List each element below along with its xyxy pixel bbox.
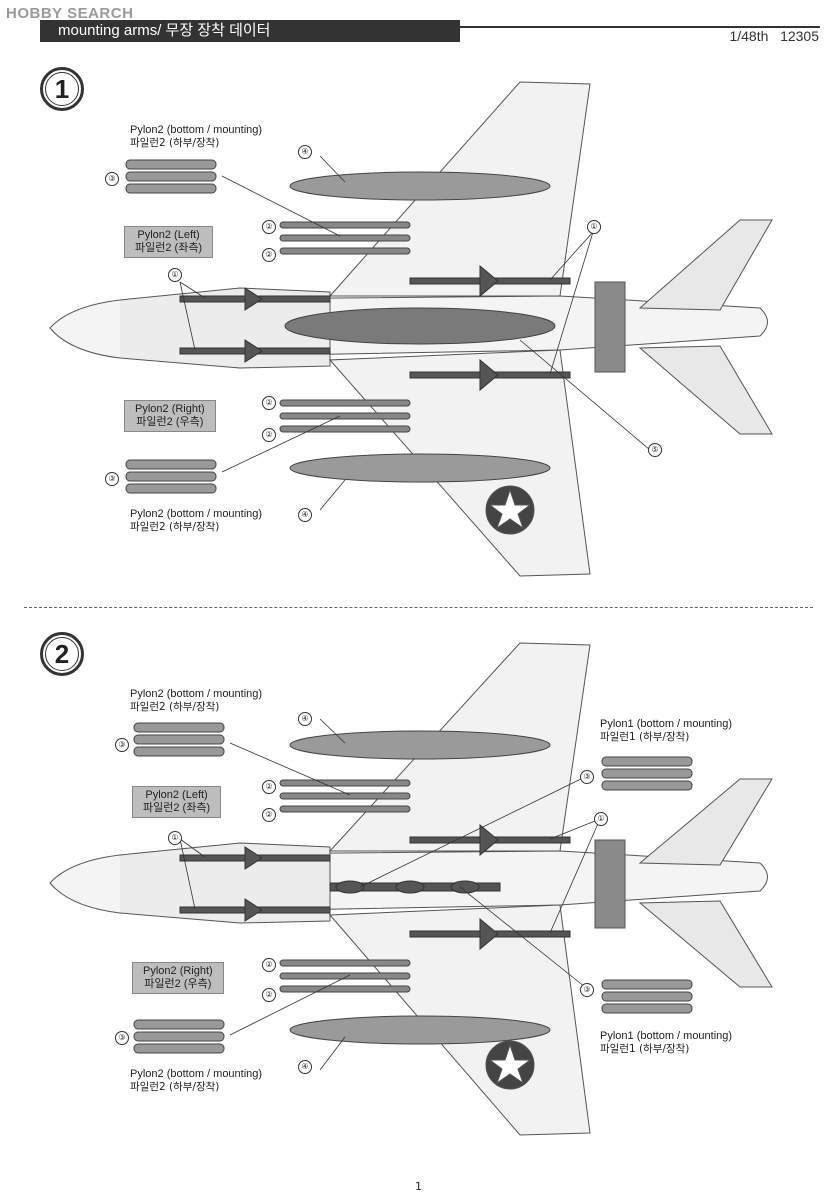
page-title: mounting arms/ 무장 장착 데이터 xyxy=(58,22,271,39)
scale-label: 1/48th xyxy=(729,28,769,44)
label-en: Pylon2 (bottom / mounting) xyxy=(130,1068,263,1080)
callout-4: ④ xyxy=(298,145,312,159)
section-divider xyxy=(24,607,813,608)
step-2-left-pylon-box: Pylon2 (Left) 파일런2 (좌측) xyxy=(132,786,222,818)
label-en: Pylon2 (Right) xyxy=(143,965,213,977)
callout-3: ③ xyxy=(115,1031,129,1045)
callout-2: ② xyxy=(262,248,276,262)
label-en: Pylon1 (bottom / mounting) xyxy=(600,718,733,730)
label-ko: 파일런2 (하부/장착) xyxy=(130,521,220,533)
step-2-bottom-pylon-label: Pylon2 (bottom / mounting) 파일런2 (하부/장착) xyxy=(130,1068,262,1094)
step-1-top-pylon-label: Pylon2 (bottom / mounting) 파일런2 (하부/장착) xyxy=(130,124,262,150)
callout-2: ② xyxy=(262,780,276,794)
label-ko: 파일런2 (우측) xyxy=(136,416,204,428)
label-ko: 파일런1 (하부/장착) xyxy=(600,731,690,743)
callout-4: ④ xyxy=(298,1060,312,1074)
callout-1: ① xyxy=(594,812,608,826)
step-2-pylon1-top-label: Pylon1 (bottom / mounting) 파일런1 (하부/장착) xyxy=(600,718,732,744)
hobby-search-watermark: HOBBY SEARCH xyxy=(6,5,134,22)
callout-4: ④ xyxy=(298,712,312,726)
label-ko: 파일런2 (좌측) xyxy=(135,242,203,254)
label-en: Pylon2 (Left) xyxy=(145,789,208,801)
callout-2: ② xyxy=(262,220,276,234)
label-ko: 파일런2 (하부/장착) xyxy=(130,701,220,713)
label-en: Pylon2 (bottom / mounting) xyxy=(130,688,263,700)
callout-1: ① xyxy=(168,831,182,845)
label-ko: 파일런2 (하부/장착) xyxy=(130,1081,220,1093)
header-bar xyxy=(40,20,460,42)
label-ko: 파일런2 (우측) xyxy=(144,978,212,990)
step-2-top-pylon-label: Pylon2 (bottom / mounting) 파일런2 (하부/장착) xyxy=(130,688,262,714)
label-ko: 파일런2 (하부/장착) xyxy=(130,137,220,149)
callout-4: ④ xyxy=(298,508,312,522)
callout-2: ② xyxy=(262,428,276,442)
label-en: Pylon2 (Right) xyxy=(135,403,205,415)
callout-3: ③ xyxy=(105,172,119,186)
label-en: Pylon2 (bottom / mounting) xyxy=(130,508,263,520)
label-ko: 파일런1 (하부/장착) xyxy=(600,1043,690,1055)
callout-3: ③ xyxy=(580,770,594,784)
page-number: 1 xyxy=(415,1180,422,1193)
kit-code: 12305 xyxy=(780,28,819,44)
callout-2: ② xyxy=(262,396,276,410)
callout-2: ② xyxy=(262,988,276,1002)
step-badge-ring xyxy=(45,637,79,671)
callout-3: ③ xyxy=(105,472,119,486)
label-en: Pylon2 (bottom / mounting) xyxy=(130,124,263,136)
step-badge-ring xyxy=(45,72,79,106)
label-en: Pylon1 (bottom / mounting) xyxy=(600,1030,733,1042)
step-2-badge: 2 xyxy=(40,632,84,676)
scale-and-code: 1/48th 12305 xyxy=(729,28,819,44)
step-1-left-pylon-box: Pylon2 (Left) 파일런2 (좌측) xyxy=(124,226,214,258)
callout-2: ② xyxy=(262,808,276,822)
callout-5: ⑤ xyxy=(648,443,662,457)
step-1-aircraft-illustration xyxy=(49,81,773,577)
callout-1: ① xyxy=(168,268,182,282)
label-ko: 파일런2 (좌측) xyxy=(143,802,211,814)
step-2-pylon1-bottom-label: Pylon1 (bottom / mounting) 파일런1 (하부/장착) xyxy=(600,1030,732,1056)
callout-3: ③ xyxy=(115,738,129,752)
header-rule xyxy=(460,26,820,28)
callout-2: ② xyxy=(262,958,276,972)
callout-3: ③ xyxy=(580,983,594,997)
step-1-badge: 1 xyxy=(40,67,84,111)
callout-1: ① xyxy=(587,220,601,234)
step-2-aircraft-illustration xyxy=(49,642,773,1136)
step-1-bottom-pylon-label: Pylon2 (bottom / mounting) 파일런2 (하부/장착) xyxy=(130,508,262,534)
step-1-right-pylon-box: Pylon2 (Right) 파일런2 (우측) xyxy=(124,400,216,432)
label-en: Pylon2 (Left) xyxy=(137,229,200,241)
step-2-right-pylon-box: Pylon2 (Right) 파일런2 (우측) xyxy=(132,962,224,994)
